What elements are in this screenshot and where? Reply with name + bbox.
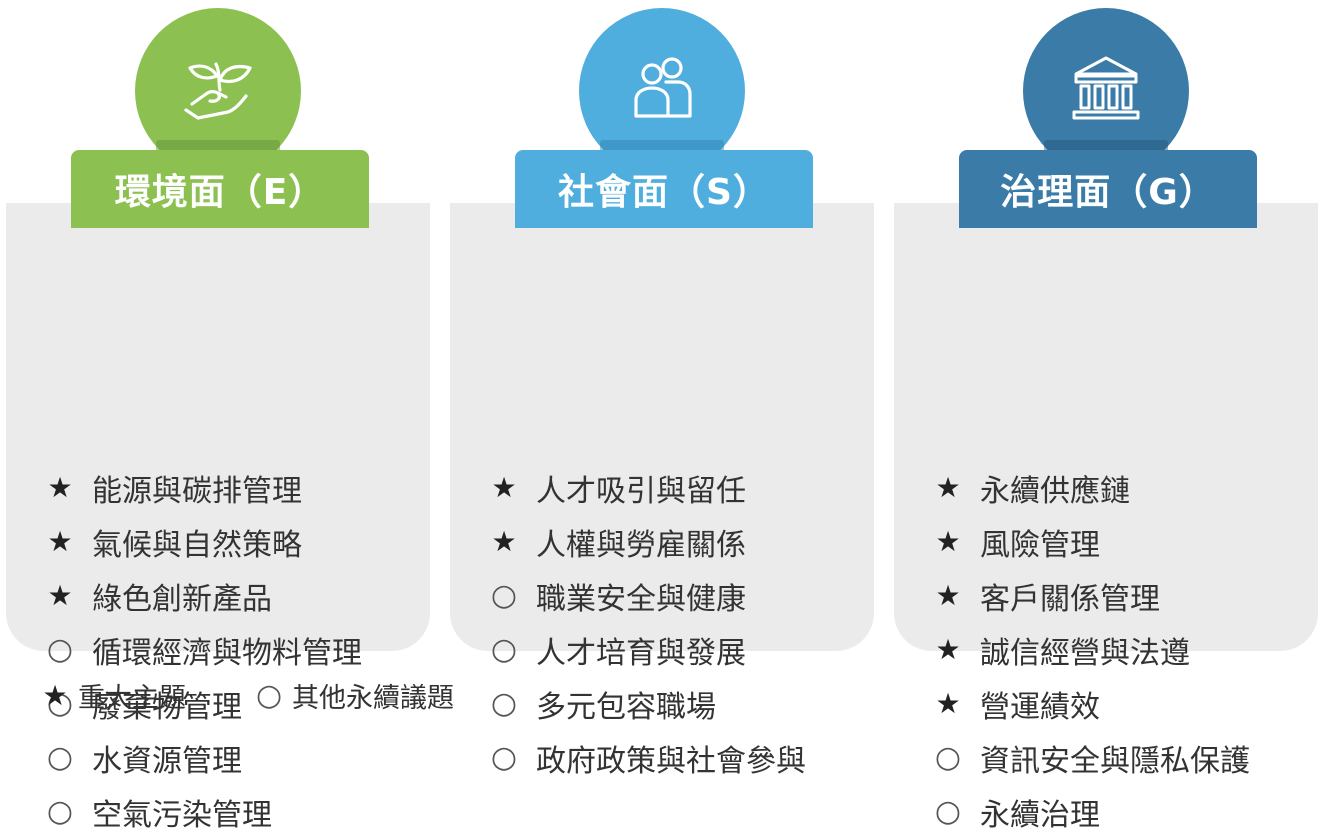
topic-item: ○ 永續治理 <box>932 785 1250 839</box>
topic-label: 永續供應鏈 <box>980 474 1130 509</box>
topic-item: ★ 綠色創新產品 <box>44 569 362 623</box>
star-icon: ★ <box>47 525 73 558</box>
star-icon: ★ <box>935 525 961 558</box>
topic-label: 廢棄物管理 <box>92 690 242 725</box>
topic-label: 空氣污染管理 <box>92 798 272 833</box>
topic-label: 氣候與自然策略 <box>92 528 302 563</box>
topic-item: ★ 營運績效 <box>932 677 1250 731</box>
topic-label: 人才培育與發展 <box>536 636 746 671</box>
pillar-title-governance: 治理面（G） <box>959 150 1257 228</box>
topic-item: ○ 人才培育與發展 <box>488 623 806 677</box>
topic-label: 政府政策與社會參與 <box>536 744 806 779</box>
circle-shadow <box>600 140 724 150</box>
topic-item: ○ 空氣污染管理 <box>44 785 362 839</box>
institution-icon <box>1072 56 1140 120</box>
topic-list-environment: ★能源與碳排管理★氣候與自然策略★綠色創新產品○循環經濟與物料管理○廢棄物管理○… <box>44 461 362 839</box>
topic-label: 循環經濟與物料管理 <box>92 636 362 671</box>
topic-item: ○ 多元包容職場 <box>488 677 806 731</box>
topic-item: ★ 能源與碳排管理 <box>44 461 362 515</box>
pillar-title-social: 社會面（S） <box>515 150 813 228</box>
circle-icon: ○ <box>46 740 74 775</box>
topic-label: 職業安全與健康 <box>536 582 746 617</box>
star-icon: ★ <box>47 579 73 612</box>
topic-item: ○ 資訊安全與隱私保護 <box>932 731 1250 785</box>
star-icon: ★ <box>42 678 68 712</box>
legend-label: 重大主題 <box>78 683 186 714</box>
star-icon: ★ <box>491 525 517 558</box>
topic-label: 永續治理 <box>980 798 1100 833</box>
topic-item: ○ 循環經濟與物料管理 <box>44 623 362 677</box>
legend-label: 其他永續議題 <box>292 683 454 714</box>
topic-label: 營運績效 <box>980 690 1100 725</box>
star-icon: ★ <box>935 471 961 504</box>
topic-label: 資訊安全與隱私保護 <box>980 744 1250 779</box>
topic-label: 多元包容職場 <box>536 690 716 725</box>
legend-item-other: ○ 其他永續議題 <box>256 676 454 715</box>
pillar-environment: ★能源與碳排管理★氣候與自然策略★綠色創新產品○循環經濟與物料管理○廢棄物管理○… <box>6 0 430 833</box>
icon-circle-social <box>579 8 745 174</box>
legend: ★ 重大主題 ○ 其他永續議題 <box>42 676 524 715</box>
topic-label: 綠色創新產品 <box>92 582 272 617</box>
circle-icon: ○ <box>46 686 74 721</box>
topic-item: ★ 人才吸引與留任 <box>488 461 806 515</box>
circle-icon: ○ <box>490 578 518 613</box>
people-icon <box>634 57 692 118</box>
circle-shadow <box>1044 140 1168 150</box>
circle-icon: ○ <box>490 740 518 775</box>
legend-item-material: ★ 重大主題 <box>42 676 186 715</box>
star-icon: ★ <box>935 687 961 720</box>
topic-label: 客戶關係管理 <box>980 582 1160 617</box>
pillar-title-environment: 環境面（E） <box>71 150 369 228</box>
icon-circle-governance <box>1023 8 1189 174</box>
topic-label: 人權與勞雇關係 <box>536 528 746 563</box>
topic-item: ★ 誠信經營與法遵 <box>932 623 1250 677</box>
icon-circle-environment <box>135 8 301 174</box>
topic-item: ★ 人權與勞雇關係 <box>488 515 806 569</box>
circle-icon: ○ <box>934 740 962 775</box>
topic-item: ○ 水資源管理 <box>44 731 362 785</box>
topic-label: 人才吸引與留任 <box>536 474 746 509</box>
card-social: ★人才吸引與留任★人權與勞雇關係○職業安全與健康○人才培育與發展○多元包容職場○… <box>450 203 874 779</box>
circle-icon: ○ <box>46 632 74 667</box>
circle-icon: ○ <box>46 794 74 829</box>
topic-list-governance: ★ 永續供應鏈 ★ 風險管理 ★ 客戶關係管理 ★ 誠信經營與法遵 ★ 營運績效 ○ 資訊安全與隱私保… <box>932 461 1250 839</box>
circle-icon: ○ <box>490 632 518 667</box>
topic-item: ○ 廢棄物管理 <box>44 677 362 731</box>
topic-item: ★ 客戶關係管理 <box>932 569 1250 623</box>
circle-shadow <box>156 140 280 150</box>
card-environment: ★能源與碳排管理★氣候與自然策略★綠色創新產品○循環經濟與物料管理○廢棄物管理○… <box>6 203 430 833</box>
pillar-social: ★人才吸引與留任★人權與勞雇關係○職業安全與健康○人才培育與發展○多元包容職場○… <box>450 0 874 779</box>
topic-label: 誠信經營與法遵 <box>980 636 1190 671</box>
star-icon: ★ <box>935 633 961 666</box>
hand-plant-icon <box>184 62 252 120</box>
topic-item: ○ 職業安全與健康 <box>488 569 806 623</box>
card-governance: ★ 永續供應鏈 ★ 風險管理 ★ 客戶關係管理 ★ 誠信經營與法遵 ★ 營運績效 ○ 資訊安全與隱私保… <box>894 203 1318 833</box>
topic-item: ★ 氣候與自然策略 <box>44 515 362 569</box>
topic-label: 能源與碳排管理 <box>92 474 302 509</box>
topic-item: ★ 風險管理 <box>932 515 1250 569</box>
star-icon: ★ <box>47 471 73 504</box>
circle-icon: ○ <box>490 686 518 721</box>
topic-item: ★ 永續供應鏈 <box>932 461 1250 515</box>
topic-list-social: ★人才吸引與留任★人權與勞雇關係○職業安全與健康○人才培育與發展○多元包容職場○… <box>488 461 806 785</box>
pillar-governance: ★ 永續供應鏈 ★ 風險管理 ★ 客戶關係管理 ★ 誠信經營與法遵 ★ 營運績效 ○ 資訊安全與隱私保… <box>894 0 1318 833</box>
topic-item: ○ 政府政策與社會參與 <box>488 731 806 785</box>
circle-icon: ○ <box>256 677 283 713</box>
topic-label: 水資源管理 <box>92 744 242 779</box>
star-icon: ★ <box>935 579 961 612</box>
star-icon: ★ <box>491 471 517 504</box>
topic-label: 風險管理 <box>980 528 1100 563</box>
circle-icon: ○ <box>934 794 962 829</box>
